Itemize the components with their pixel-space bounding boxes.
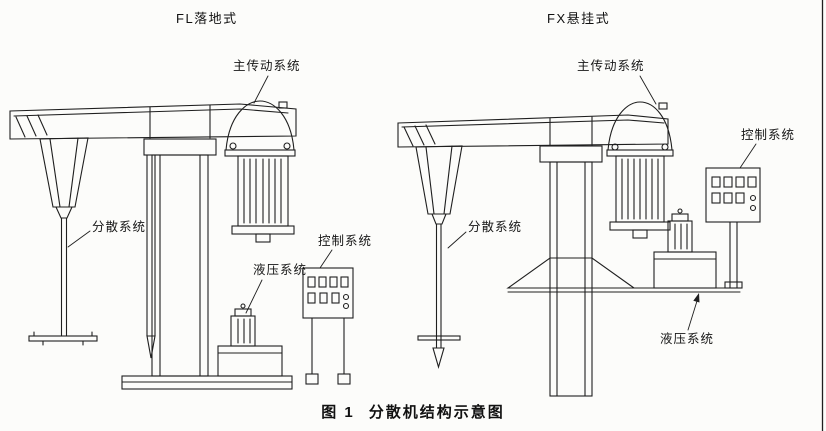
fl-label-control-system: 控制系统 — [318, 234, 373, 248]
fl-label-main-drive-system: 主传动系统 — [233, 59, 301, 73]
figure-caption-number: 图 1 — [321, 404, 355, 421]
fl-label-hydraulic-system: 液压系统 — [253, 263, 308, 277]
fx-label-dispersing-system: 分散系统 — [468, 220, 523, 234]
fl-beam — [9, 103, 297, 140]
fx-machine-title: FX悬挂式 — [547, 11, 611, 26]
fx-column — [506, 145, 741, 397]
fx-machine-drawing — [397, 75, 761, 397]
fx-beam — [397, 114, 669, 148]
fl-lift-rod — [146, 154, 156, 359]
figure-caption: 图 1 分散机结构示意图 — [0, 401, 826, 422]
fx-leader-lines — [447, 75, 757, 331]
fx-control-panel — [705, 167, 761, 289]
fx-leader-hydraulic — [687, 300, 698, 331]
fx-label-hydraulic-system: 液压系统 — [660, 332, 715, 346]
fl-bearing-bracket — [39, 137, 89, 219]
fl-disc — [28, 331, 98, 346]
fl-leader-main-drive — [253, 75, 269, 104]
fx-leader-control — [739, 143, 757, 169]
fl-leader-hydraulic — [245, 279, 263, 314]
fl-control-panel — [302, 267, 354, 385]
fx-motor — [606, 101, 674, 239]
fx-shaft — [417, 223, 461, 369]
fl-shaft — [60, 217, 68, 337]
fl-column — [143, 138, 217, 377]
fx-leader-main-drive — [639, 75, 657, 105]
fl-leader-lines — [67, 75, 333, 314]
fx-label-main-drive-system: 主传动系统 — [577, 59, 645, 73]
fl-leader-dispersing — [67, 230, 91, 248]
fl-machine-drawing — [9, 75, 354, 390]
fl-leader-control — [319, 249, 333, 269]
fl-motor — [224, 100, 296, 243]
fl-machine-title: FL落地式 — [176, 11, 238, 26]
fl-hydraulic-unit — [217, 303, 283, 377]
fl-label-dispersing-system: 分散系统 — [92, 220, 147, 234]
figure-caption-title: 分散机结构示意图 — [368, 404, 505, 421]
fx-bearing-bracket — [415, 145, 463, 225]
fx-hydraulic-unit — [653, 208, 717, 289]
fl-base-plate — [121, 375, 293, 390]
fx-leader-dispersing — [447, 231, 467, 249]
fx-label-control-system: 控制系统 — [741, 128, 796, 142]
fx-leader-hydraulic-arrowhead — [693, 293, 700, 303]
